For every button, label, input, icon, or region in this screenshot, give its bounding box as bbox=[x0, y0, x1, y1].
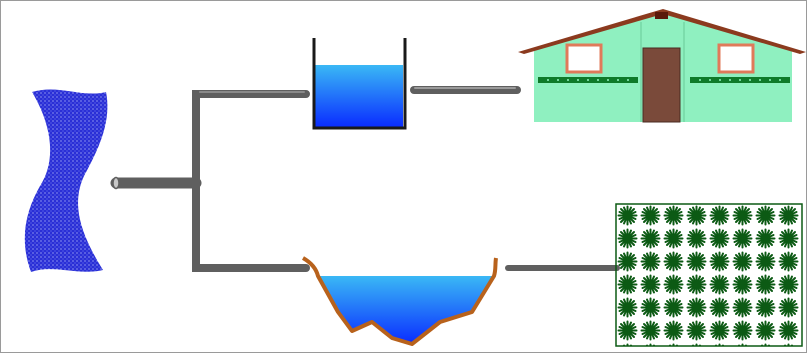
reservoir-bank bbox=[301, 256, 498, 346]
pipe-network bbox=[110, 86, 620, 272]
tank-walls bbox=[312, 38, 407, 130]
house-chimney-vent bbox=[655, 12, 668, 19]
reservoir-water bbox=[318, 276, 494, 344]
branch-pipe-upper bbox=[192, 90, 310, 187]
tank-water bbox=[315, 65, 403, 127]
reservoir bbox=[301, 256, 498, 346]
house-icon bbox=[518, 9, 806, 123]
house-window-right bbox=[717, 43, 755, 74]
branch-pipe-lower bbox=[192, 179, 310, 272]
crop-field bbox=[615, 203, 803, 347]
house-door bbox=[642, 47, 681, 123]
storage-tank bbox=[312, 38, 407, 130]
water-source-icon bbox=[24, 89, 108, 273]
crop-field-plants bbox=[616, 204, 802, 346]
main-pipe-opening bbox=[112, 176, 120, 190]
house-window-left bbox=[565, 43, 603, 74]
crop-field-border bbox=[615, 203, 803, 347]
